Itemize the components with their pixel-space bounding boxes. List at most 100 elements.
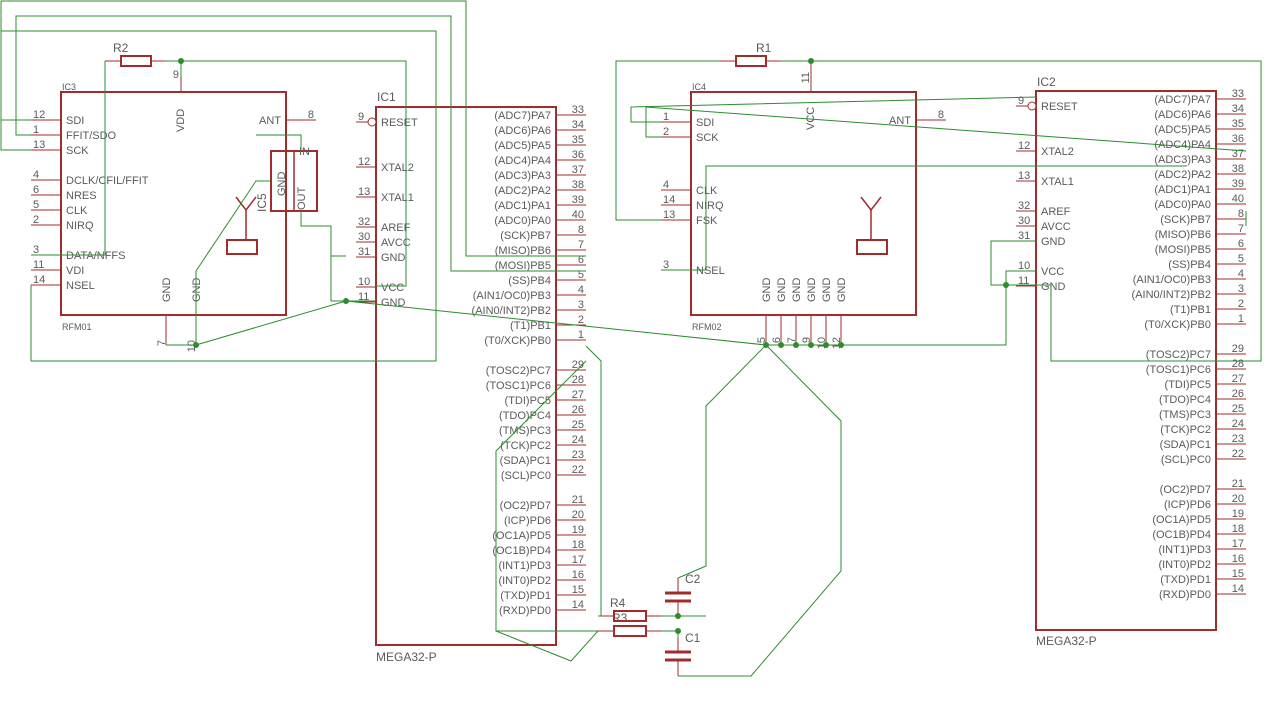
ic3-value: RFM01 (62, 322, 92, 332)
pin-label: XTAL2 (381, 162, 414, 174)
c1-label: C1 (685, 631, 701, 645)
pin-number: 1 (578, 329, 584, 341)
pin-label: (INT0)PD2 (1158, 559, 1211, 571)
pin-label: (SS)PB4 (1168, 259, 1211, 271)
pin-number: 2 (33, 214, 39, 226)
ic4-value: RFM02 (692, 322, 722, 332)
pin-label: RESET (1041, 101, 1078, 113)
wire (678, 344, 842, 677)
pin-number: 26 (572, 404, 584, 416)
pin-label: (AIN1/OC0)PB3 (473, 290, 551, 302)
wire (495, 360, 598, 632)
ic1-value: MEGA32-P (376, 650, 437, 664)
pin-label: (MOSI)PB5 (1155, 244, 1211, 256)
pin-label: VDD (175, 109, 187, 132)
pin-label: (OC1B)PD4 (492, 545, 551, 557)
r1-resistor (735, 55, 767, 67)
r1-label: R1 (756, 41, 772, 55)
wire (1005, 270, 1036, 285)
pin-number: 20 (1232, 493, 1244, 505)
pin-number: 16 (572, 569, 584, 581)
pin-number: 9 (173, 69, 179, 81)
pin-number: 21 (572, 494, 584, 506)
pin-number: 9 (358, 111, 364, 123)
pin-label: (TDI)PC5 (1165, 379, 1211, 391)
antenna-symbol (235, 196, 257, 212)
antenna-ground-symbol (226, 239, 258, 255)
pin-number: 26 (1232, 388, 1244, 400)
pin-label: GND (161, 278, 173, 303)
pin-label: (SS)PB4 (508, 275, 551, 287)
pin-label: (ADC6)PA6 (1154, 109, 1211, 121)
pin-label: (TOSC1)PC6 (486, 380, 551, 392)
junction-dot (763, 342, 769, 348)
pin-number: 11 (358, 291, 369, 303)
pin-label: SCK (696, 132, 719, 144)
wire (0, 0, 586, 257)
ic5-pin-label: GND (276, 172, 288, 197)
pin-label: (TOSC2)PC7 (486, 365, 551, 377)
pin-number: 14 (1232, 583, 1244, 595)
pin-label: (INT0)PD2 (498, 575, 551, 587)
pin-label: (ADC4)PA4 (494, 155, 551, 167)
pin-label: (SCL)PC0 (1161, 454, 1211, 466)
pin-label: SDI (696, 117, 714, 129)
pin-number: 7 (578, 239, 584, 251)
wire (330, 255, 346, 302)
junction-dot (193, 342, 199, 348)
pin-label: (TDO)PC4 (499, 410, 551, 422)
pin-label: (ADC7)PA7 (494, 110, 551, 122)
pin-label: (T0/XCK)PB0 (1144, 319, 1211, 331)
wire (256, 134, 302, 151)
wire (615, 60, 720, 221)
pin-number: 16 (1232, 553, 1244, 565)
wire (0, 30, 437, 362)
pin-label: (TMS)PC3 (499, 425, 551, 437)
pin-number: 10 (1018, 260, 1030, 272)
pin-number: 6 (1238, 238, 1244, 250)
ic1-name: IC1 (377, 90, 396, 104)
c2-label: C2 (685, 572, 701, 586)
pin-number: 23 (1232, 433, 1244, 445)
pin-label: GND (836, 278, 848, 303)
pin-label: CLK (66, 205, 88, 217)
pin-label: (ICP)PD6 (1164, 499, 1211, 511)
pin-label: NSEL (66, 280, 95, 292)
wire (677, 344, 767, 579)
pin-number: 8 (938, 109, 944, 121)
pin-label: (TDI)PC5 (505, 395, 551, 407)
pin-label: NSEL (696, 265, 725, 277)
ic5-pin-label: IN (299, 146, 310, 158)
pin-number: 2 (1238, 298, 1244, 310)
pin-label: (INT1)PD3 (1158, 544, 1211, 556)
pin-label: (TMS)PC3 (1159, 409, 1211, 421)
pin-label: (ADC0)PA0 (1154, 199, 1211, 211)
pin-number: 34 (572, 119, 584, 131)
pin-number: 28 (1232, 358, 1244, 370)
pin-label: GND (381, 252, 406, 264)
pin-number: 7 (156, 340, 168, 346)
pin-number: 13 (358, 186, 370, 198)
pin-number: 3 (578, 299, 584, 311)
pin-number: 40 (572, 209, 584, 221)
pin-number: 1 (33, 124, 39, 136)
pin-number: 11 (33, 259, 44, 271)
pin-label: DATA/NFFS (66, 250, 125, 262)
pin-number: 5 (33, 199, 39, 211)
wire (990, 240, 1036, 286)
pin-number: 29 (572, 359, 584, 371)
wire (781, 60, 1262, 362)
pin-number: 15 (572, 584, 584, 596)
pin-label: (OC2)PD7 (1160, 484, 1211, 496)
pin-number: 5 (1238, 253, 1244, 265)
wire (345, 300, 767, 346)
pin-label: (RXD)PD0 (1159, 589, 1211, 601)
pin-label: AREF (381, 222, 411, 234)
pin-label: AVCC (1041, 221, 1071, 233)
pin-number: 36 (572, 149, 584, 161)
pin-number: 38 (572, 179, 584, 191)
pin-label: (TOSC2)PC7 (1146, 349, 1211, 361)
pin-label: (SDA)PC1 (500, 455, 551, 467)
pin-number: 25 (572, 419, 584, 431)
